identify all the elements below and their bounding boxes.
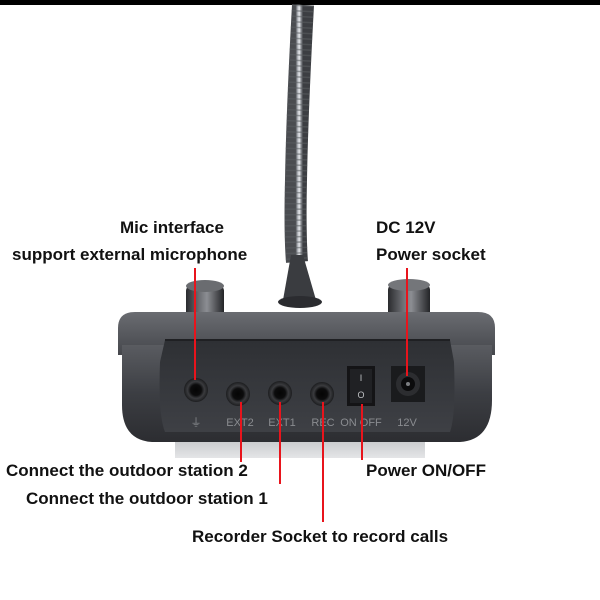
label-dc-12v: DC 12V (376, 218, 436, 237)
mic-jack (184, 378, 208, 402)
top-border (0, 0, 600, 5)
marking-mic: ⏚ (191, 416, 202, 429)
label-mic-interface: Mic interface (120, 218, 224, 237)
label-mic-support: support external microphone (12, 245, 248, 264)
volume-knob-right (388, 279, 430, 320)
rec-jack (310, 382, 334, 406)
ext1-jack (268, 381, 292, 405)
marking-ext1: EXT1 (268, 417, 296, 429)
ext2-jack (226, 382, 250, 406)
label-recorder-socket: Recorder Socket to record calls (192, 527, 449, 546)
marking-12v: 12V (397, 417, 417, 429)
leader-lines (194, 268, 408, 522)
label-power-socket: Power socket (376, 245, 486, 264)
switch-on-mark: I (360, 373, 363, 383)
switch-off-mark: O (357, 390, 364, 400)
device-body (118, 312, 495, 442)
power-switch: I O (347, 366, 375, 406)
label-power-on-off: Power ON/OFF (366, 461, 486, 480)
label-outdoor-station-1: Connect the outdoor station 1 (26, 489, 268, 508)
gooseneck (278, 4, 322, 308)
label-outdoor-station-2: Connect the outdoor station 2 (6, 461, 248, 480)
